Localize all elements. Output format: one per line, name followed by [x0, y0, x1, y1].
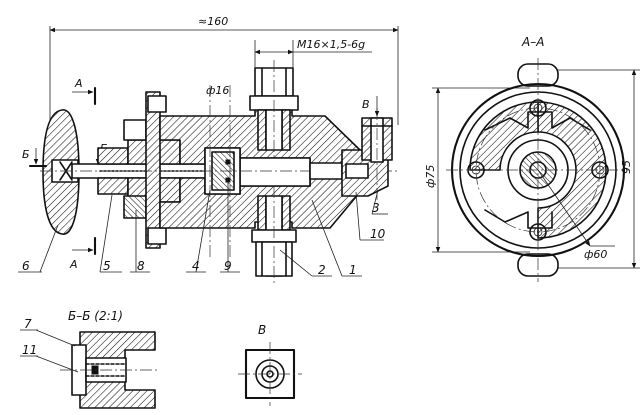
cut-sector-right	[537, 101, 607, 239]
body-diameter-label: ф75	[424, 165, 437, 188]
mounting-flange	[145, 91, 167, 249]
valve-plug	[209, 85, 235, 260]
thread-dimension: M16×1,5-6g	[254, 38, 372, 70]
marker-v: В	[362, 98, 370, 111]
overall-length-label: ≈160	[198, 15, 228, 28]
part-6-label: 6	[22, 259, 30, 273]
part-9-label: 9	[224, 259, 232, 273]
thread-label: M16×1,5-6g	[297, 38, 365, 51]
elbow-fitting	[309, 108, 393, 200]
part-8-label: 8	[137, 259, 145, 273]
marker-b-left: Б	[22, 148, 30, 161]
nut-8	[123, 119, 147, 219]
part-7-label: 7	[24, 317, 32, 331]
marker-a-top: А	[74, 77, 83, 90]
part-3-label: 3	[372, 201, 380, 215]
recess-outline	[484, 111, 591, 131]
bore-diameter-label: ф16	[206, 84, 229, 97]
section-aa-title: А–А	[521, 35, 544, 49]
part-5-label: 5	[103, 259, 111, 273]
leader-lines	[18, 182, 388, 277]
bolt-circle-label: ф60	[584, 248, 607, 261]
section-bb-view: Б–Б (2:1) 7 11	[20, 309, 160, 409]
section-marker-a: А А	[69, 77, 97, 271]
part-number-labels: 6 5 8 4 9 2 1 10 3	[22, 201, 386, 277]
section-aa-view: А–А ф75 95	[424, 35, 640, 282]
part-11-label: 11	[22, 343, 37, 357]
section-bb-title: Б–Б (2:1)	[68, 309, 123, 323]
view-v: В	[238, 323, 302, 406]
view-v-title: В	[258, 323, 266, 337]
part-4-label: 4	[192, 259, 200, 273]
view-arrow-v: В	[362, 96, 380, 117]
part-2-label: 2	[318, 263, 326, 277]
part-10-label: 10	[370, 227, 386, 241]
flange-height-label: 95	[620, 160, 633, 174]
top-fitting	[249, 60, 299, 160]
marker-a-bottom: А	[69, 258, 78, 271]
bottom-fitting	[251, 186, 297, 285]
part-1-label: 1	[349, 263, 357, 277]
bolt-circle-leader	[537, 169, 591, 247]
main-section-view: ≈160 M16×1,5-6g А А	[18, 15, 400, 285]
